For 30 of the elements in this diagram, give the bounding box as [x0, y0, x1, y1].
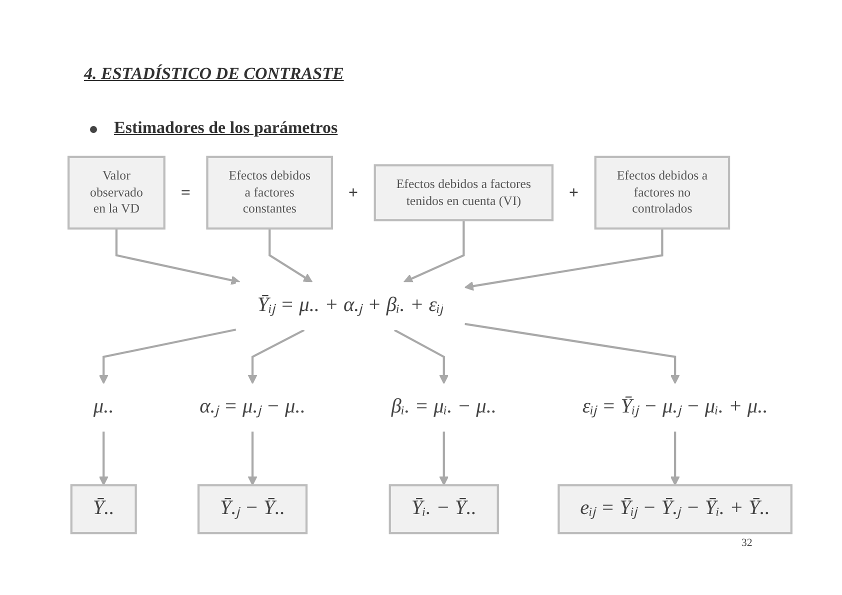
plus-sign: +: [348, 184, 358, 202]
node-text: μ..: [93, 395, 114, 418]
arrow: [464, 322, 680, 384]
plus-sign: +: [568, 184, 579, 202]
node-box: Ȳ..: [70, 484, 137, 534]
node-box: Valor observado en la VD: [68, 156, 166, 230]
section-title: 4. ESTADÍSTICO DE CONTRASTE: [84, 64, 344, 84]
node-box: Efectos debidos a factores no controlados: [594, 156, 730, 230]
arrow: [464, 228, 664, 291]
arrow: [268, 228, 313, 283]
arrow: [403, 220, 465, 283]
arrow: [394, 329, 449, 384]
page-number: 32: [741, 538, 752, 550]
node-box: eᵢⱼ = Ȳᵢⱼ − Ȳ.ⱼ − Ȳᵢ. + Ȳ..: [558, 484, 792, 534]
node-box: Efectos debidos a factores tenidos en cuenta (VI): [374, 164, 554, 222]
arrow: [248, 329, 305, 384]
arrow: [670, 432, 680, 486]
node-box: Ȳ.ⱼ − Ȳ..: [197, 484, 308, 534]
arrow: [98, 328, 236, 384]
arrow: [98, 432, 108, 486]
equals-sign: =: [180, 184, 190, 202]
node-text: βᵢ. = μᵢ. − μ..: [391, 395, 497, 418]
node-text: α.ⱼ = μ.ⱼ − μ..: [200, 395, 306, 418]
node-box: Efectos debidos a factores constantes: [206, 156, 334, 230]
arrow: [248, 432, 258, 486]
arrow: [115, 228, 240, 285]
subheading: Estimadores de los parámetros: [114, 118, 338, 138]
node-text: εᵢⱼ = Ȳᵢⱼ − μ.ⱼ − μᵢ. + μ..: [582, 395, 768, 418]
node-box: Ȳᵢ. − Ȳ..: [388, 484, 499, 534]
arrow: [439, 432, 449, 486]
